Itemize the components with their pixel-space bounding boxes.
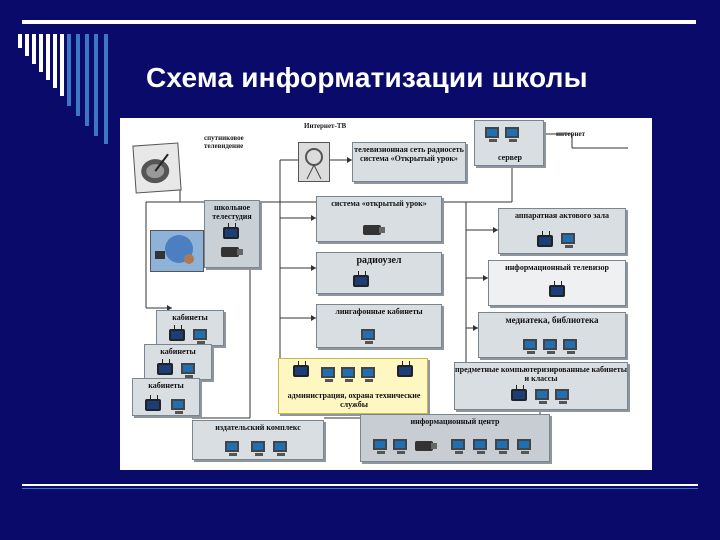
bar xyxy=(104,34,108,144)
globe-presenter-icon xyxy=(155,235,194,264)
decorative-bars xyxy=(16,34,136,144)
pc-icon xyxy=(225,441,239,456)
administration-box: администрация, охрана технические службы xyxy=(278,358,428,414)
tv-icon xyxy=(157,363,173,375)
cabinets-label: кабинеты xyxy=(160,347,196,356)
tv-icon xyxy=(293,365,309,377)
info-center-label: информационный центр xyxy=(410,417,500,426)
server-label: сервер xyxy=(498,153,522,162)
bar xyxy=(39,34,43,72)
linguaphone-label: лингафонные кабинеты xyxy=(335,307,423,316)
bar xyxy=(94,34,98,136)
bar xyxy=(60,34,64,96)
mediateka-box: медиатека, библиотека xyxy=(478,312,626,358)
info-tv-box: информационный телевизор xyxy=(488,260,626,306)
pc-icon xyxy=(535,389,549,404)
camera-icon xyxy=(221,247,243,257)
bar xyxy=(76,34,80,116)
tv-icon xyxy=(223,227,239,239)
pc-icon xyxy=(561,233,575,248)
camera-icon xyxy=(415,441,437,451)
tv-icon xyxy=(353,275,369,287)
assembly-hall-label: аппаратная актового зала xyxy=(515,211,609,220)
bar xyxy=(32,34,36,64)
tv-network-box: телевизионная сеть радиосеть система «От… xyxy=(352,142,466,182)
bar xyxy=(25,34,29,56)
publishing-label: издательский комплекс xyxy=(215,423,301,432)
tv-icon xyxy=(537,235,553,247)
pc-icon xyxy=(517,439,531,454)
connection-lines xyxy=(145,133,628,419)
radio-label: радиоузел xyxy=(356,255,402,266)
cabinets-box: кабинеты xyxy=(144,344,212,380)
pc-icon xyxy=(181,363,195,378)
antenna-photo xyxy=(298,142,330,182)
pc-icon xyxy=(171,399,185,414)
slide-title: Схема информатизации школы xyxy=(146,62,588,93)
pc-icon xyxy=(555,389,569,404)
radio-box: радиоузел xyxy=(316,252,442,294)
antenna-icon xyxy=(305,148,323,180)
open-lesson-box: система «открытый урок» xyxy=(316,196,442,242)
pc-icon xyxy=(361,367,375,382)
cabinets-label: кабинеты xyxy=(172,313,208,322)
internet-tv-label: Интернет-ТВ xyxy=(304,122,347,130)
school-informatization-diagram: спутниковое телевидение Интернет-ТВ теле… xyxy=(120,118,652,470)
pc-icon xyxy=(193,329,207,344)
tv-icon xyxy=(169,329,185,341)
cabinets-box: кабинеты xyxy=(132,378,200,416)
pc-icon xyxy=(563,339,577,354)
cabinets-box: кабинеты xyxy=(156,310,224,346)
info-tv-label: информационный телевизор xyxy=(505,263,609,272)
pc-icon xyxy=(251,441,265,456)
studio-photo xyxy=(150,230,204,272)
server-pc-icon xyxy=(485,127,499,142)
internet-label: интернет xyxy=(556,130,586,138)
pc-icon xyxy=(523,339,537,354)
open-lesson-label: система «открытый урок» xyxy=(331,199,427,208)
pc-icon xyxy=(321,367,335,382)
satellite-label: спутниковое телевидение xyxy=(204,134,244,150)
pc-icon xyxy=(273,441,287,456)
bottom-rule-accent xyxy=(22,488,698,489)
tv-network-label: телевизионная сеть радиосеть система «От… xyxy=(354,145,464,163)
pc-icon xyxy=(451,439,465,454)
pc-icon xyxy=(495,439,509,454)
top-rule xyxy=(22,20,696,24)
bar xyxy=(46,34,50,80)
linguaphone-box: лингафонные кабинеты xyxy=(316,304,442,348)
info-center-box: информационный центр xyxy=(360,414,550,462)
assembly-hall-box: аппаратная актового зала xyxy=(498,208,626,254)
bottom-rule xyxy=(22,484,698,486)
administration-label: администрация, охрана технические службы xyxy=(287,391,421,409)
school-tv-label: школьное телестудия xyxy=(212,203,252,221)
tv-icon xyxy=(145,399,161,411)
subject-classes-label: предметные компьютеризированные кабинеты… xyxy=(455,365,627,383)
bar xyxy=(85,34,89,126)
school-tv-studio-box: школьное телестудия xyxy=(204,200,260,268)
camera-icon xyxy=(363,225,385,235)
pc-icon xyxy=(393,439,407,454)
satellite-dish-icon xyxy=(141,153,170,184)
cabinets-label: кабинеты xyxy=(148,381,184,390)
server-box: сервер xyxy=(474,120,544,166)
pc-icon xyxy=(341,367,355,382)
subject-classes-box: предметные компьютеризированные кабинеты… xyxy=(454,362,628,410)
publishing-box: издательский комплекс xyxy=(192,420,324,460)
satellite-dish-photo xyxy=(132,142,182,194)
mediateka-label: медиатека, библиотека xyxy=(505,315,599,325)
pc-icon xyxy=(361,329,375,344)
bar xyxy=(67,34,71,106)
tv-icon xyxy=(511,389,527,401)
pc-icon xyxy=(543,339,557,354)
server-pc-icon xyxy=(505,127,519,142)
tv-icon xyxy=(549,285,565,297)
bar xyxy=(18,34,22,48)
tv-icon xyxy=(397,365,413,377)
pc-icon xyxy=(373,439,387,454)
pc-icon xyxy=(473,439,487,454)
bar xyxy=(53,34,57,88)
